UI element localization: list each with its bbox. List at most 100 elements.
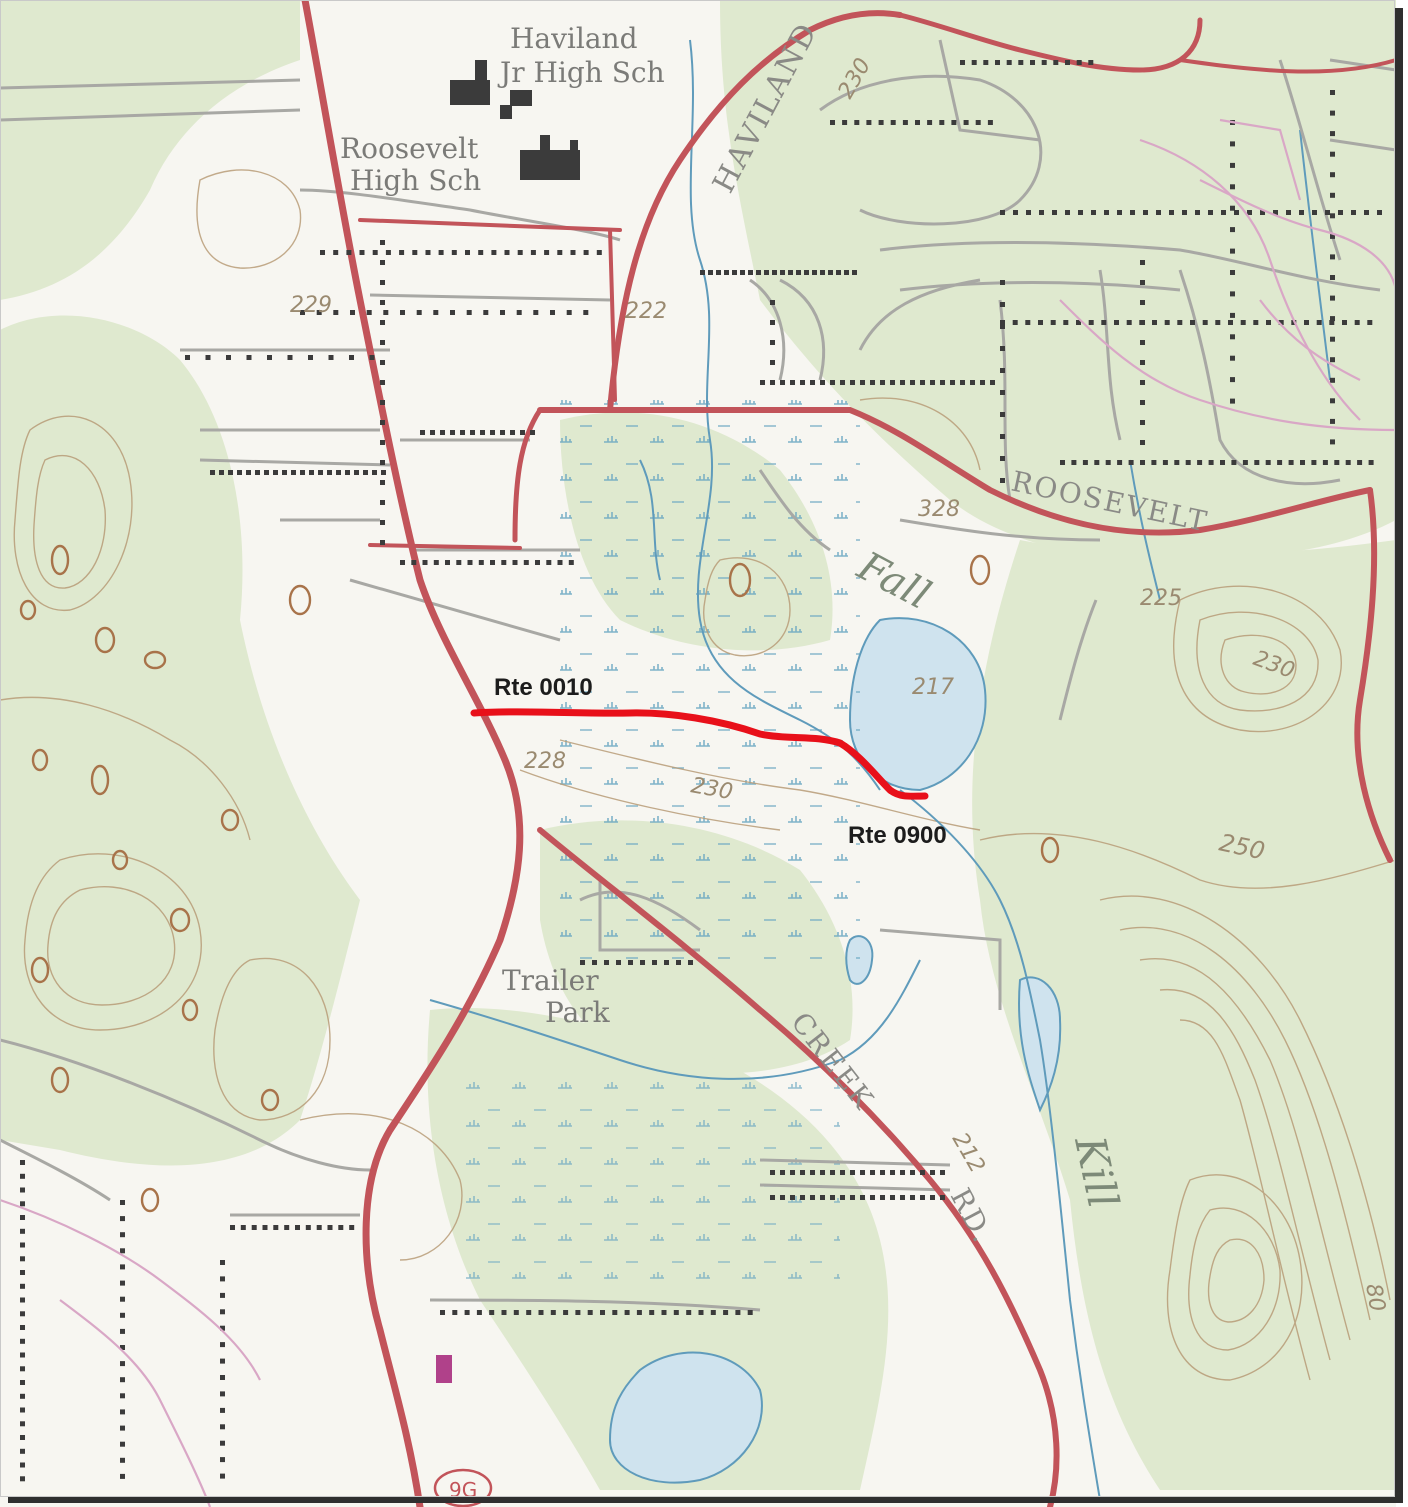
house-dot (1177, 320, 1183, 325)
house-dot (1094, 460, 1100, 465)
house-dot (1164, 320, 1170, 325)
house-dot (1065, 60, 1070, 65)
house-dot (1130, 210, 1135, 215)
house-dot (456, 560, 462, 565)
house-dot (308, 355, 313, 360)
elevation-label: 217 (912, 675, 954, 700)
house-dot (732, 270, 737, 275)
house-dot (1041, 60, 1047, 65)
house-dot (842, 120, 848, 125)
house-dot (960, 380, 965, 385)
house-dot (1220, 460, 1225, 465)
house-dot (1354, 320, 1360, 325)
house-dot (1278, 320, 1284, 325)
house-dot (220, 1309, 225, 1315)
elevation-label: 222 (625, 299, 667, 324)
house-dot (425, 250, 431, 255)
house-dot (120, 1377, 125, 1383)
house-dot (1012, 320, 1018, 325)
house-dot (1105, 460, 1111, 465)
house-dot (1330, 110, 1335, 116)
house-dot (380, 240, 385, 245)
house-dot (860, 1170, 865, 1175)
house-dot (380, 340, 385, 345)
house-dot (517, 250, 523, 255)
house-dot (747, 1310, 753, 1315)
house-dot (399, 250, 405, 255)
house-dot (1330, 377, 1335, 383)
house-dot (422, 560, 428, 565)
house-dot (624, 1310, 630, 1315)
house-dot (205, 355, 211, 360)
roosevelt-school-label-line2: High Sch (350, 164, 481, 197)
house-dot (878, 120, 884, 125)
house-dot (770, 360, 775, 365)
house-dot (20, 1187, 25, 1193)
house-dot (359, 250, 365, 255)
house-dot (770, 340, 775, 345)
house-dot (228, 470, 233, 475)
house-dot (1368, 460, 1374, 465)
house-dot (1052, 210, 1057, 215)
house-dot (971, 60, 977, 65)
house-dot (20, 1448, 25, 1454)
house-dot (804, 270, 809, 275)
house-dot (20, 1393, 25, 1399)
house-dot (372, 470, 377, 475)
house-dot (372, 250, 378, 255)
house-dot (220, 1407, 225, 1413)
house-dot (1330, 275, 1335, 280)
house-dot (467, 560, 473, 565)
house-dot (220, 1424, 225, 1430)
house-dot (220, 1292, 225, 1298)
house-dot (1000, 478, 1005, 483)
house-dot (770, 380, 775, 385)
house-dot (740, 270, 745, 275)
house-dot (810, 1170, 815, 1175)
house-dot (380, 260, 385, 265)
house-dot (460, 430, 465, 435)
house-dot (500, 430, 505, 435)
house-dot (433, 560, 439, 565)
house-dot (380, 380, 385, 385)
house-dot (592, 960, 597, 965)
house-dot (1140, 400, 1145, 405)
house-dot (1312, 210, 1317, 215)
house-dot (1253, 320, 1259, 325)
house-dot (1162, 460, 1168, 465)
elevation-label: 229 (290, 293, 332, 318)
house-dot (1197, 460, 1203, 465)
house-dot (770, 1195, 775, 1200)
house-dot (327, 1225, 333, 1230)
house-dot (251, 1225, 257, 1230)
house-dot (1300, 460, 1305, 465)
house-dot (318, 470, 323, 475)
house-dot (1265, 460, 1271, 465)
house-dot (840, 1195, 845, 1200)
house-dot (708, 270, 713, 275)
house-dot (850, 1195, 855, 1200)
house-dot (636, 1310, 642, 1315)
house-dot (790, 1170, 795, 1175)
house-dot (1088, 60, 1094, 65)
house-dot (354, 470, 359, 475)
house-dot (530, 250, 536, 255)
house-dot (1140, 280, 1145, 285)
house-dot (120, 1409, 125, 1415)
house-dot (220, 1325, 225, 1331)
house-dot (470, 430, 475, 435)
house-dot (1000, 280, 1005, 285)
house-dot (570, 250, 576, 255)
roosevelt-school-label-line1: Roosevelt (340, 132, 479, 165)
house-dot (300, 470, 305, 475)
major-roads (301, 0, 1398, 1507)
house-dot (320, 250, 325, 255)
house-dot (890, 1170, 895, 1175)
house-dot (756, 270, 761, 275)
house-dot (20, 1462, 25, 1468)
house-dot (780, 270, 785, 275)
house-dot (20, 1270, 25, 1275)
house-dot (538, 1310, 544, 1315)
house-dot (346, 250, 352, 255)
